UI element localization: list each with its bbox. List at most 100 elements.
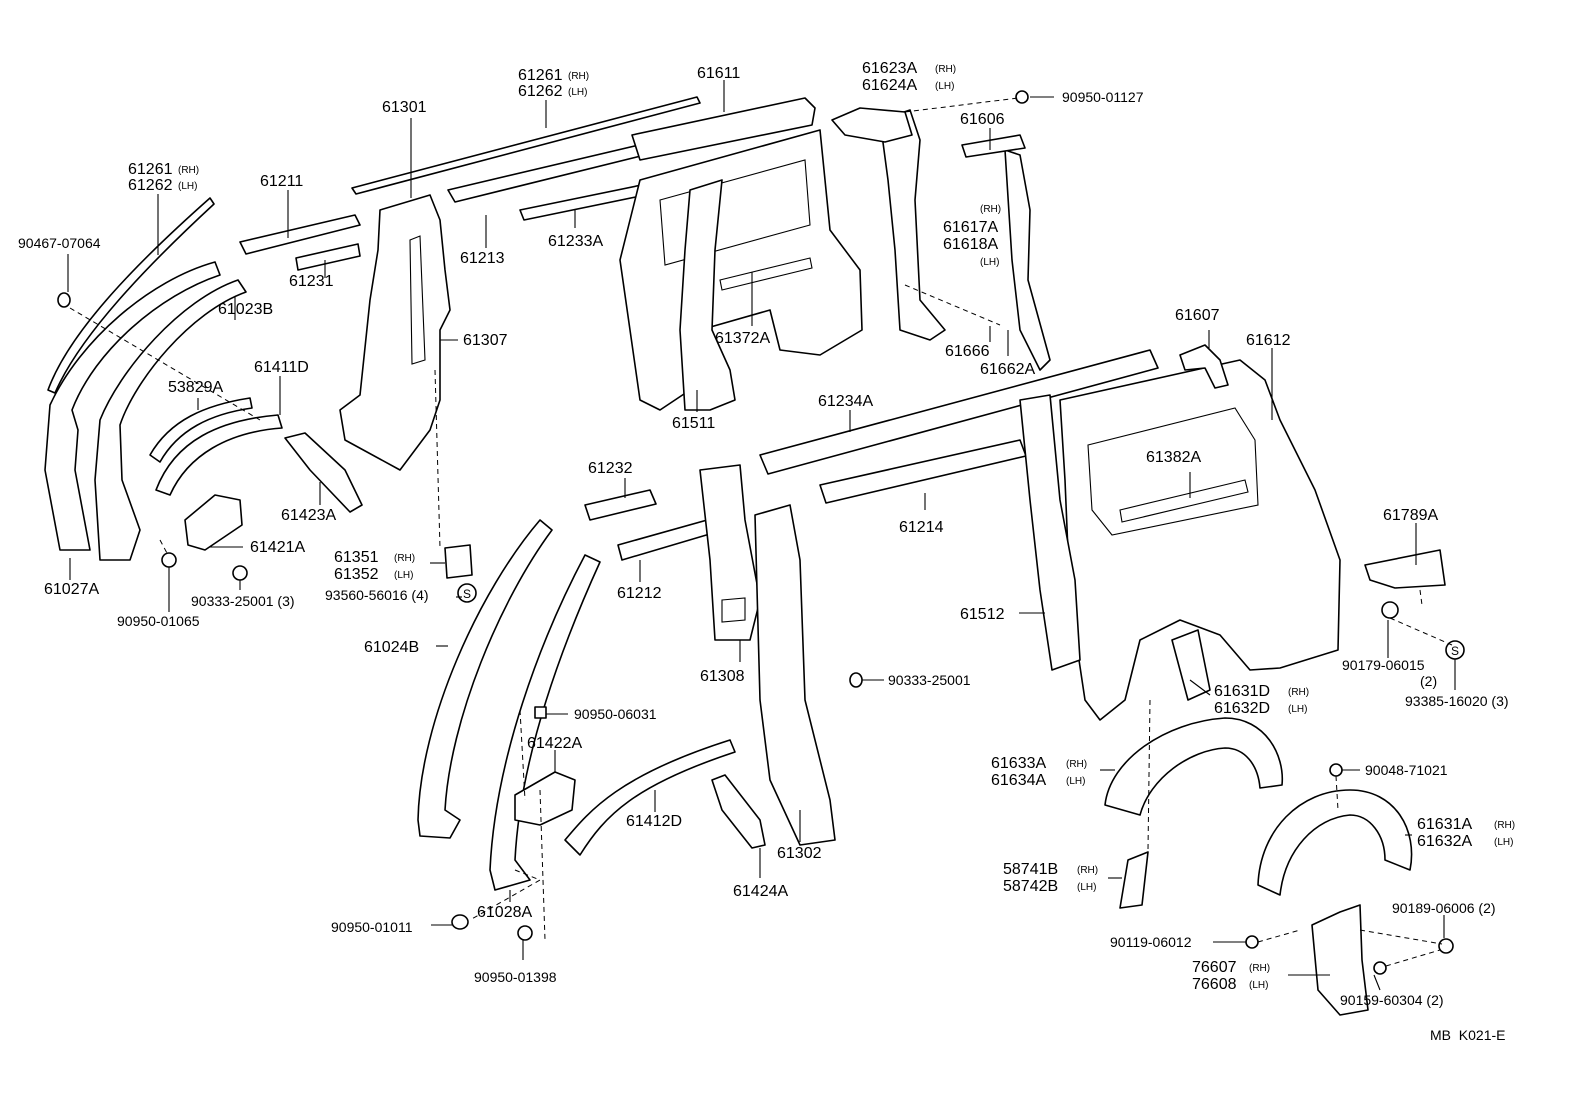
- label-61789a: 61789A: [1383, 507, 1438, 524]
- label-61422a: 61422A: [527, 735, 582, 752]
- plug-90333-icon: [849, 672, 863, 688]
- label-61632a: 61632A: [1417, 833, 1472, 850]
- tag-lh: (LH): [568, 87, 587, 98]
- tag-lh: (LH): [980, 257, 999, 268]
- label-90950-01011: 90950-01011: [331, 919, 413, 935]
- mud-guard-76607-shape: [1311, 904, 1369, 1016]
- rail-61211-shape: [239, 214, 361, 255]
- part-61423a-shape: [284, 432, 363, 513]
- label-61352: 61352: [334, 566, 379, 583]
- part-58741b-shape: [1119, 851, 1149, 909]
- leader-lines: [67, 80, 1456, 991]
- label-61662a: 61662A: [980, 361, 1035, 378]
- tag-rh: (RH): [1494, 820, 1515, 831]
- label-61607: 61607: [1175, 307, 1220, 324]
- pillar-61512-shape: [1019, 394, 1081, 671]
- quarter-panel-upper-shape: [619, 129, 863, 411]
- label-90119-06012: 90119-06012: [1110, 934, 1192, 950]
- tag-rh: (RH): [1077, 865, 1098, 876]
- part-61424a-shape: [711, 774, 766, 849]
- part-61411d-shape: [155, 414, 283, 496]
- label-61211: 61211: [260, 173, 303, 190]
- label-61631a: 61631A: [1417, 816, 1472, 833]
- label-61232: 61232: [588, 460, 633, 477]
- label-58742b: 58742B: [1003, 878, 1058, 895]
- label-61261-roof: 61261: [518, 67, 563, 84]
- label-61028a: 61028A: [477, 904, 532, 921]
- plug-90950-01065-icon: [161, 552, 177, 568]
- label-61262-roof: 61262: [518, 83, 563, 100]
- tag-rh: (RH): [1249, 963, 1270, 974]
- s-symbol-2-label: S: [1451, 644, 1459, 658]
- diagram-code: MB K021-E: [1430, 1027, 1505, 1043]
- label-61024b: 61024B: [364, 639, 419, 656]
- tag-lh: (LH): [935, 81, 954, 92]
- part-61351-shape: [444, 544, 473, 579]
- label-61633a: 61633A: [991, 755, 1046, 772]
- roof-molding-shape: [351, 96, 701, 195]
- bracket-61789a-shape: [1364, 549, 1446, 589]
- tag-rh: (RH): [1288, 687, 1309, 698]
- fasteners: [57, 90, 1465, 975]
- label-90159-60304: 90159-60304 (2): [1340, 992, 1444, 1008]
- pillar-61307-shape: [339, 194, 451, 471]
- label-61634a: 61634A: [991, 772, 1046, 789]
- label-61212: 61212: [617, 585, 662, 602]
- label-61234a: 61234A: [818, 393, 873, 410]
- label-61213: 61213: [460, 250, 505, 267]
- label-90950-01127: 90950-01127: [1062, 89, 1144, 105]
- label-90467-07064: 90467-07064: [18, 235, 101, 251]
- label-61307: 61307: [463, 332, 508, 349]
- label-61611: 61611: [697, 65, 740, 82]
- label-61631d: 61631D: [1214, 683, 1270, 700]
- tag-lh: (LH): [1288, 704, 1307, 715]
- wheel-house-61633a-shape: [1104, 717, 1284, 816]
- label-61351: 61351: [334, 549, 379, 566]
- label-58741b: 58741B: [1003, 861, 1058, 878]
- plug-90950-01398-icon: [517, 925, 533, 941]
- quarter-window-61382a: [1087, 407, 1259, 536]
- tag-rh: (RH): [394, 553, 415, 564]
- side-rail-shape: [631, 97, 816, 161]
- tag-lh: (LH): [1066, 776, 1085, 787]
- pillar-61606-shape: [1004, 149, 1051, 371]
- plug-90333-25001-icon: [232, 565, 248, 581]
- label-61624a: 61624A: [862, 77, 917, 94]
- label-61302: 61302: [777, 845, 822, 862]
- plug-90950-01127-icon: [1015, 90, 1029, 104]
- label-61666: 61666: [945, 343, 990, 360]
- tag-rh: (RH): [980, 204, 1001, 215]
- label-61372a: 61372A: [715, 330, 770, 347]
- part-61623a-shape: [831, 107, 913, 143]
- pillar-61302-shape: [754, 504, 836, 846]
- tag-lh: (LH): [394, 570, 413, 581]
- label-90950-06031: 90950-06031: [574, 706, 657, 722]
- part-53829a-shape: [149, 397, 253, 463]
- label-61511: 61511: [672, 415, 715, 432]
- label-61612: 61612: [1246, 332, 1291, 349]
- label-90179-06015: 90179-06015: [1342, 657, 1425, 673]
- tag-rh: (RH): [178, 165, 199, 176]
- pillar-61024b-shape: [417, 519, 553, 839]
- tag-lh: (LH): [178, 181, 197, 192]
- label-90333-25001-3: 90333-25001 (3): [191, 593, 295, 609]
- pillar-61023b-shape: [94, 279, 247, 561]
- label-61027a: 61027A: [44, 581, 99, 598]
- label-61421a: 61421A: [250, 539, 305, 556]
- part-61631d-shape: [1171, 629, 1211, 701]
- tag-rh: (RH): [935, 64, 956, 75]
- pillar-61027a-shape: [44, 261, 221, 551]
- tag-lh: (LH): [1494, 837, 1513, 848]
- label-61301: 61301: [382, 99, 427, 116]
- s-symbol-1-label: S: [463, 587, 471, 601]
- label-93560-56016: 93560-56016 (4): [325, 587, 429, 603]
- label-61423a: 61423A: [281, 507, 336, 524]
- label-90048-71021: 90048-71021: [1365, 762, 1448, 778]
- label-61382a: 61382A: [1146, 449, 1201, 466]
- label-61618a: 61618A: [943, 236, 998, 253]
- label-93385-16020: 93385-16020 (3): [1405, 693, 1509, 709]
- label-61512: 61512: [960, 606, 1005, 623]
- clip-90048-icon: [1329, 763, 1343, 777]
